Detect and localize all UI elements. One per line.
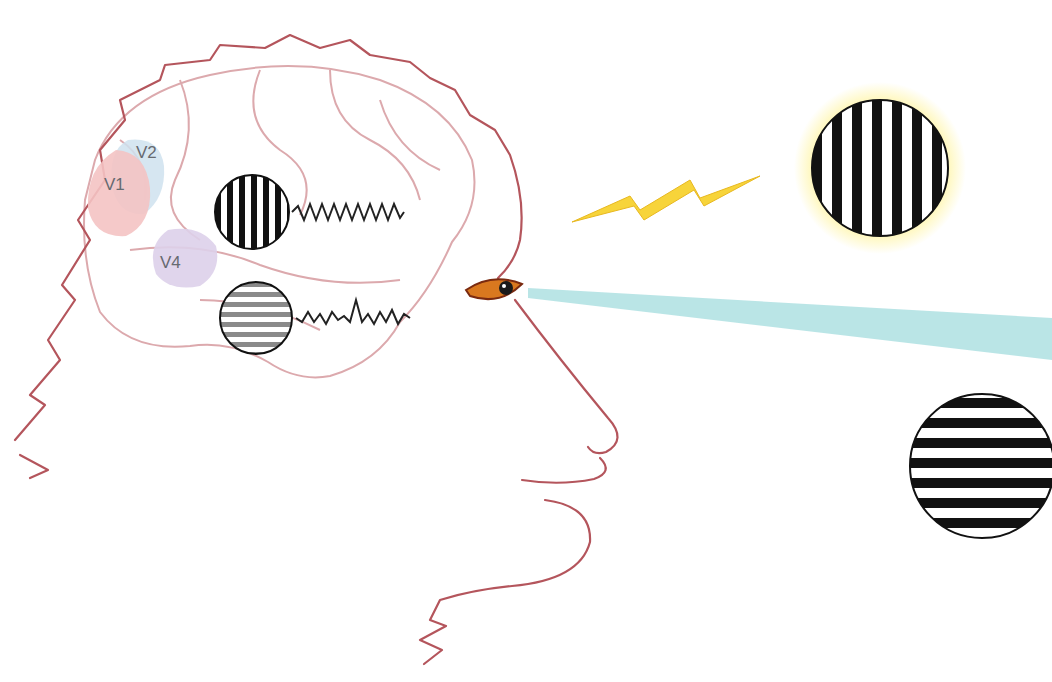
neuron-grating-vertical: [215, 175, 289, 249]
spike-train-weak: [296, 300, 410, 324]
region-shape: [86, 148, 152, 238]
stimulus-grating-horizontal: [910, 394, 1052, 538]
neuron-grating-horizontal: [220, 282, 292, 354]
region-label: V1: [104, 176, 125, 193]
monkey-eye: [466, 279, 522, 299]
stimulus-grating-vertical: [812, 100, 948, 236]
gaze-beam: [528, 288, 1052, 360]
region-label: V4: [160, 254, 181, 271]
spike-train-strong: [292, 204, 404, 220]
stimulus-flash: [572, 176, 760, 222]
v4-region: V4: [150, 226, 220, 290]
monkey-head-outline: [15, 35, 618, 664]
attention-glow: [794, 82, 966, 254]
v1-region: V1: [86, 148, 152, 238]
brain-outline: [84, 66, 475, 377]
region-label: V2: [136, 144, 157, 161]
